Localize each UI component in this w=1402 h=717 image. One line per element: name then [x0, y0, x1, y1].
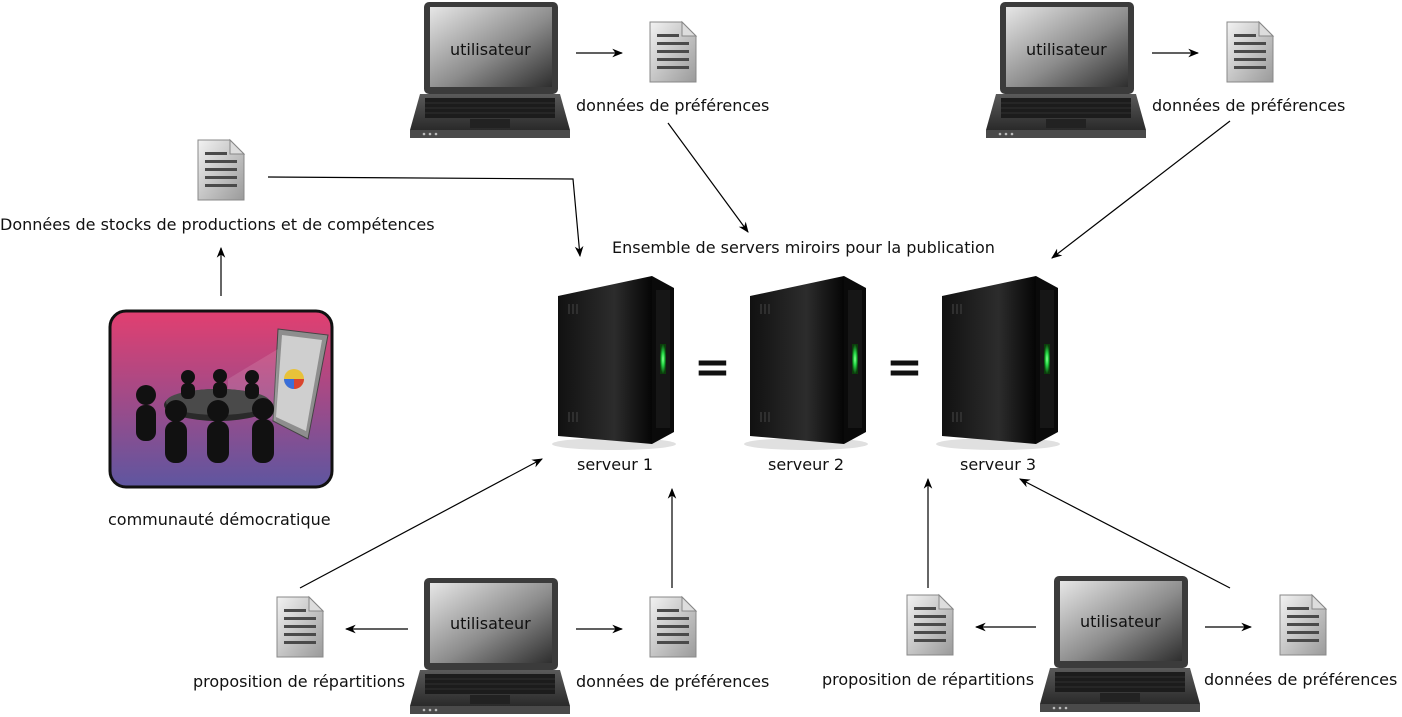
- user-laptop-bottom-left: utilisateur: [410, 578, 570, 716]
- servers-heading: Ensemble de servers miroirs pour la publ…: [612, 238, 995, 257]
- document-icon: [905, 593, 955, 657]
- document-icon: [648, 595, 698, 659]
- laptop-screen-text: utilisateur: [1026, 40, 1107, 59]
- server-label: serveur 3: [960, 455, 1037, 474]
- document-icon: [648, 20, 698, 84]
- document-icon: [1225, 20, 1275, 84]
- user-laptop-bottom-right: utilisateur: [1040, 576, 1200, 714]
- document-label-preferences: données de préférences: [1152, 96, 1346, 115]
- server-tower-2: [740, 276, 880, 456]
- document-label-preferences: données de préférences: [576, 672, 770, 691]
- document-label-proposition: proposition de répartitions: [822, 670, 1035, 689]
- arrow-doc4-to-server3: [1019, 478, 1231, 589]
- document-icon: [1278, 593, 1328, 657]
- user-laptop-top-left: utilisateur: [410, 2, 570, 140]
- arrow-proposition1-to-server1: [299, 458, 543, 589]
- user-laptop-top-right: utilisateur: [986, 2, 1146, 140]
- laptop-screen-text: utilisateur: [450, 614, 531, 633]
- server-tower-1: [548, 276, 688, 456]
- community-label: communauté démocratique: [108, 510, 331, 529]
- document-label-proposition: proposition de répartitions: [193, 672, 406, 691]
- document-icon: [196, 138, 246, 202]
- equals-sign: =: [886, 342, 923, 393]
- arrow-community-doc-to-server1: [267, 176, 584, 258]
- arrow-doc2-to-server3: [1051, 120, 1231, 259]
- document-icon: [275, 595, 325, 659]
- document-label-preferences: données de préférences: [576, 96, 770, 115]
- document-label-preferences: données de préférences: [1204, 670, 1398, 689]
- server-tower-3: [932, 276, 1072, 456]
- server-label: serveur 1: [577, 455, 654, 474]
- community-meeting-icon: [108, 309, 336, 489]
- server-label: serveur 2: [768, 455, 845, 474]
- arrow-doc1-to-servers: [667, 122, 749, 233]
- laptop-screen-text: utilisateur: [1080, 612, 1161, 631]
- document-label-stocks: Données de stocks de productions et de c…: [0, 215, 435, 234]
- equals-sign: =: [694, 342, 731, 393]
- laptop-screen-text: utilisateur: [450, 40, 531, 59]
